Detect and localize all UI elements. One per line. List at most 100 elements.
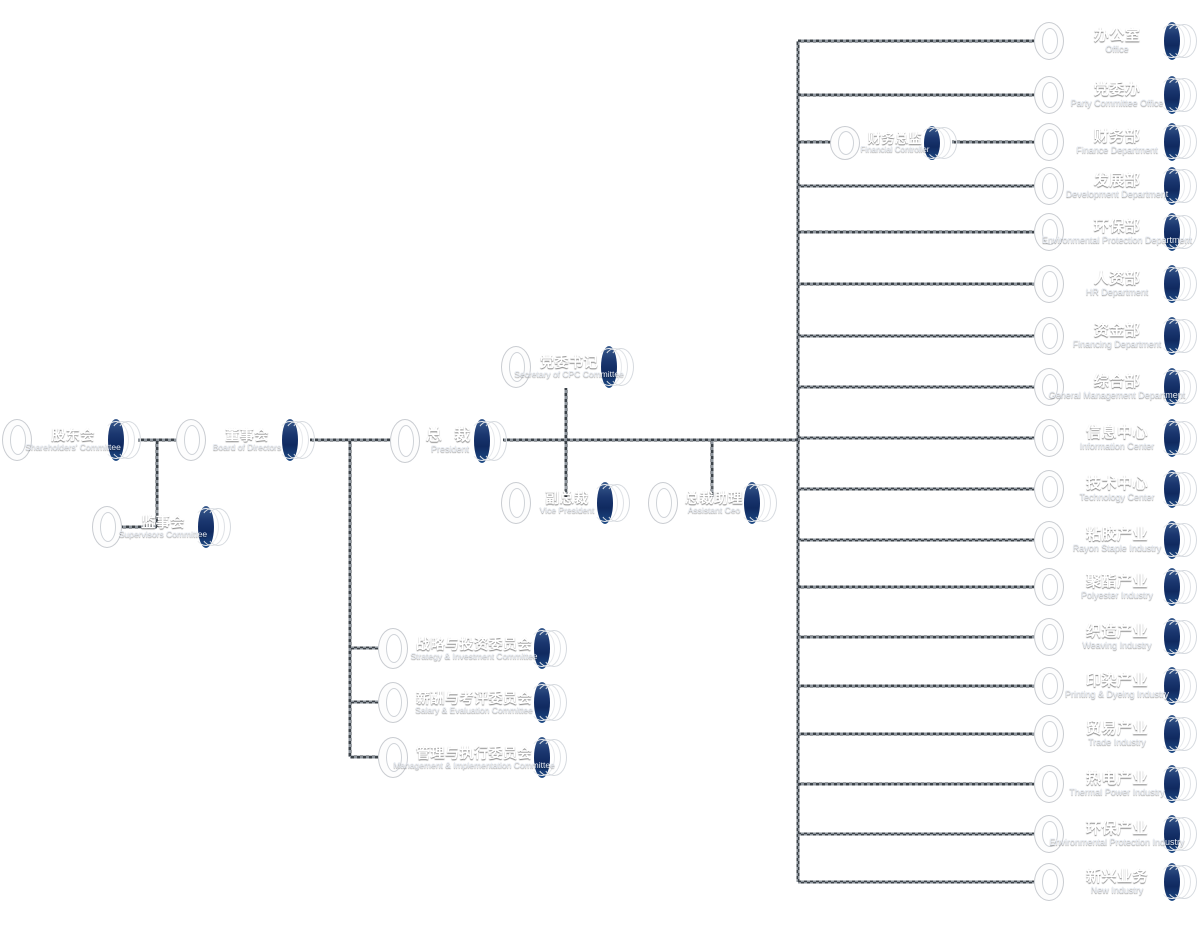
node-left-cap xyxy=(378,682,408,723)
node-left-cap-inner xyxy=(1042,172,1058,200)
node-echo-arc xyxy=(1171,569,1197,605)
node-left-cap-inner xyxy=(1042,475,1058,503)
node-label-cn: 聚酯产业 xyxy=(1085,573,1148,591)
node-label-cn: 环保产业 xyxy=(1085,820,1148,838)
node-label-cn: 综合部 xyxy=(1093,373,1141,391)
node-supervisors-committee[interactable]: 监事会 Supervisors Committee xyxy=(92,506,232,548)
node-echo-arc xyxy=(1171,668,1197,704)
node-label-en: Printing & Dyeing Industry xyxy=(1064,688,1170,699)
node-label-en: Shareholders' Committee xyxy=(25,442,121,453)
node-left-cap-inner xyxy=(100,512,116,542)
node-left-cap xyxy=(1034,618,1064,656)
node-left-cap-inner xyxy=(1042,322,1058,350)
node-left-cap-inner xyxy=(1042,27,1058,55)
node-echo-arc xyxy=(1171,864,1197,900)
node-left-cap-inner xyxy=(1042,128,1058,156)
node-left-cap xyxy=(1034,521,1064,559)
node-echo-arc xyxy=(1171,124,1197,160)
node-labels: 财务总监 Financial Controller xyxy=(854,126,936,160)
node-left-cap xyxy=(1034,76,1064,114)
node-left-cap-inner xyxy=(1042,573,1058,601)
node-left-cap xyxy=(390,419,420,463)
node-label-cn: 粘胶产业 xyxy=(1085,526,1148,544)
node-labels: 总裁助理 Assistant Ceo xyxy=(672,482,756,524)
node-label-cn: 技术中心 xyxy=(1085,475,1148,493)
node-echo-arc xyxy=(1171,266,1197,302)
node-label-en: Secretary of CPC Committee xyxy=(514,369,624,380)
node-left-cap xyxy=(648,482,678,524)
node-echo-arc xyxy=(289,420,315,460)
node-label-en: Finance Department xyxy=(1076,144,1158,155)
node-echo-arc xyxy=(1171,369,1197,405)
node-left-cap-inner xyxy=(1042,672,1058,700)
node-left-cap xyxy=(501,346,531,388)
node-left-cap xyxy=(1034,22,1064,60)
node-left-cap xyxy=(1034,863,1064,901)
node-label-cn: 财务总监 xyxy=(867,130,922,146)
node-label-cn: 发展部 xyxy=(1093,172,1141,190)
node-shareholders-committee[interactable]: 股东会 Shareholders' Committee xyxy=(2,419,142,461)
node-financial-controller[interactable]: 财务总监 Financial Controller xyxy=(830,126,958,160)
node-label-cn: 印染产业 xyxy=(1085,672,1148,690)
node-label-en: Rayon Staple Industry xyxy=(1072,542,1162,553)
node-left-cap xyxy=(1034,765,1064,803)
node-label-cn: 副总裁 xyxy=(545,490,589,507)
node-label-en: Office xyxy=(1105,43,1129,54)
node-left-cap-inner xyxy=(1042,820,1058,848)
node-left-cap xyxy=(378,628,408,669)
node-left-cap-inner xyxy=(509,488,525,518)
node-left-cap xyxy=(176,419,206,461)
node-board-of-directors[interactable]: 董事会 Board of Directors xyxy=(176,419,316,461)
node-left-cap-inner xyxy=(1042,526,1058,554)
node-echo-arc xyxy=(1171,766,1197,802)
node-echo-arc xyxy=(751,483,777,523)
node-labels: 董事会 Board of Directors xyxy=(200,419,294,461)
node-left-cap-inner xyxy=(10,425,26,455)
node-left-cap-inner xyxy=(1042,81,1058,109)
node-left-cap xyxy=(1034,568,1064,606)
node-president[interactable]: 总 裁 President xyxy=(390,419,508,463)
node-label-en: Vice President xyxy=(539,505,595,516)
node-left-cap-inner xyxy=(1042,424,1058,452)
node-label-en: Development Department xyxy=(1065,188,1169,199)
node-vice-president[interactable]: 副总裁 Vice President xyxy=(501,482,631,524)
node-label-en: President xyxy=(430,444,470,455)
node-label-en: Thermal Power Industry xyxy=(1069,786,1165,797)
node-left-cap-inner xyxy=(1042,218,1058,246)
node-assistant-ceo[interactable]: 总裁助理 Assistant Ceo xyxy=(648,482,778,524)
node-echo-arc xyxy=(604,483,630,523)
node-echo-arc xyxy=(1171,716,1197,752)
node-left-cap xyxy=(1034,419,1064,457)
node-party-secretary[interactable]: 党委书记 Secretary of CPC Committee xyxy=(501,346,635,388)
node-labels: 总 裁 President xyxy=(414,419,486,463)
